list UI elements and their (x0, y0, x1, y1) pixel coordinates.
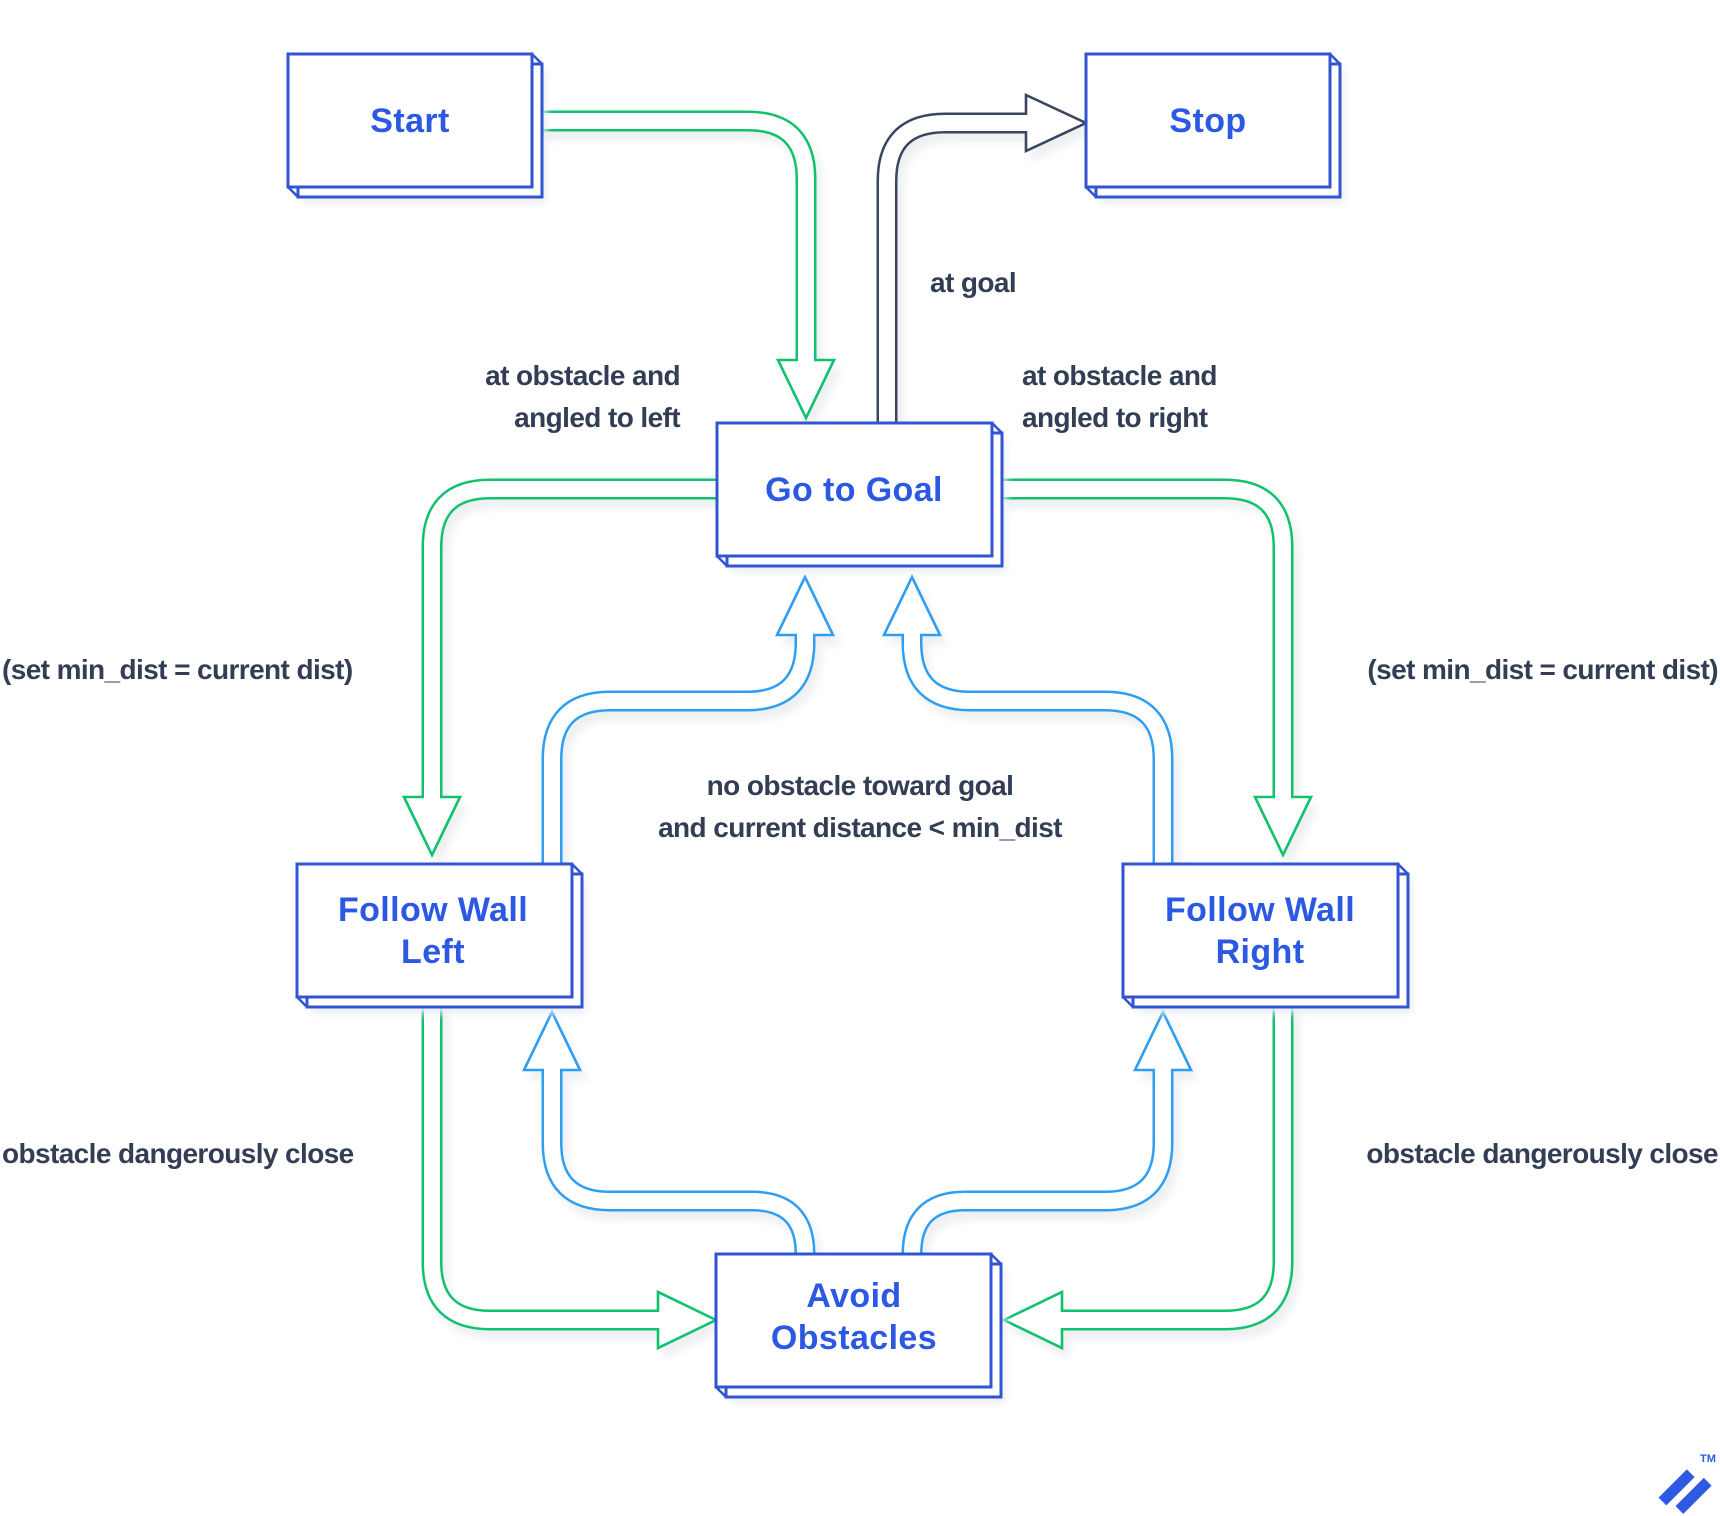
shadow-tube (536, 130, 812, 369)
label-set-min-dist-right: (set min_dist = current dist) (1367, 654, 1718, 685)
tube-outer (552, 1070, 805, 1254)
label-at-obstacle-right-line2: angled to right (1022, 402, 1208, 433)
tube-inner (912, 1070, 1163, 1254)
label-no-obstacle-line1: no obstacle toward goal (707, 770, 1014, 801)
node-follow-wall-right-label-line1: Follow Wall (1165, 891, 1355, 929)
transition-labels: at goal at obstacle and angled to left a… (2, 267, 1719, 1169)
node-start-label: Start (370, 102, 449, 140)
label-at-obstacle-left-line2: angled to left (514, 402, 680, 433)
trademark-text: TM (1700, 1453, 1716, 1465)
shadow-tube (558, 1079, 811, 1263)
arrow-avoid-to-follow-wall-left (552, 1070, 805, 1254)
arrowhead-throat-patches (424, 115, 1291, 1328)
logo-bar-bottom (1675, 1477, 1712, 1514)
arrow-avoid-to-follow-wall-right (912, 1070, 1163, 1254)
node-go-to-goal-label: Go to Goal (765, 471, 943, 509)
label-dangerously-close-right: obstacle dangerously close (1366, 1138, 1718, 1169)
tube-inner (552, 1070, 805, 1254)
label-at-obstacle-left-line1: at obstacle and (485, 360, 680, 391)
tube-outer (992, 489, 1283, 797)
label-at-goal: at goal (930, 267, 1016, 298)
label-dangerously-close-left: obstacle dangerously close (2, 1138, 354, 1169)
logo-mark (1658, 1469, 1712, 1514)
logo-bar-top (1658, 1469, 1695, 1506)
tube-inner (432, 489, 717, 797)
toptal-logo: TM (1658, 1453, 1716, 1514)
arrow-goal-to-follow-wall-left (432, 489, 717, 797)
shadow-tube (438, 498, 723, 806)
arrow-goal-to-follow-wall-right (992, 489, 1283, 797)
node-avoid-obstacles-label-line1: Avoid (806, 1277, 901, 1315)
label-at-obstacle-right-line1: at obstacle and (1022, 360, 1217, 391)
shadow-tube (918, 1079, 1169, 1263)
label-set-min-dist-left: (set min_dist = current dist) (2, 654, 353, 685)
node-follow-wall-left-label-line1: Follow Wall (338, 891, 528, 929)
label-no-obstacle-line2: and current distance < min_dist (658, 812, 1062, 843)
tube-inner (992, 489, 1283, 797)
tube-outer (912, 1070, 1163, 1254)
node-stop-label: Stop (1169, 102, 1246, 140)
state-nodes: Start Stop Go to Goal Follow Wall Left F… (288, 54, 1412, 1403)
tube-inner (530, 121, 806, 360)
transition-arrows (432, 121, 1283, 1320)
node-follow-wall-right-label-line2: Right (1216, 933, 1305, 971)
tube-outer (530, 121, 806, 360)
node-follow-wall-left-label-line2: Left (401, 933, 465, 971)
tube-outer (432, 489, 717, 797)
shadow-tube (998, 498, 1289, 806)
arrow-start-to-goal (530, 121, 806, 360)
node-avoid-obstacles-label-line2: Obstacles (771, 1319, 937, 1357)
